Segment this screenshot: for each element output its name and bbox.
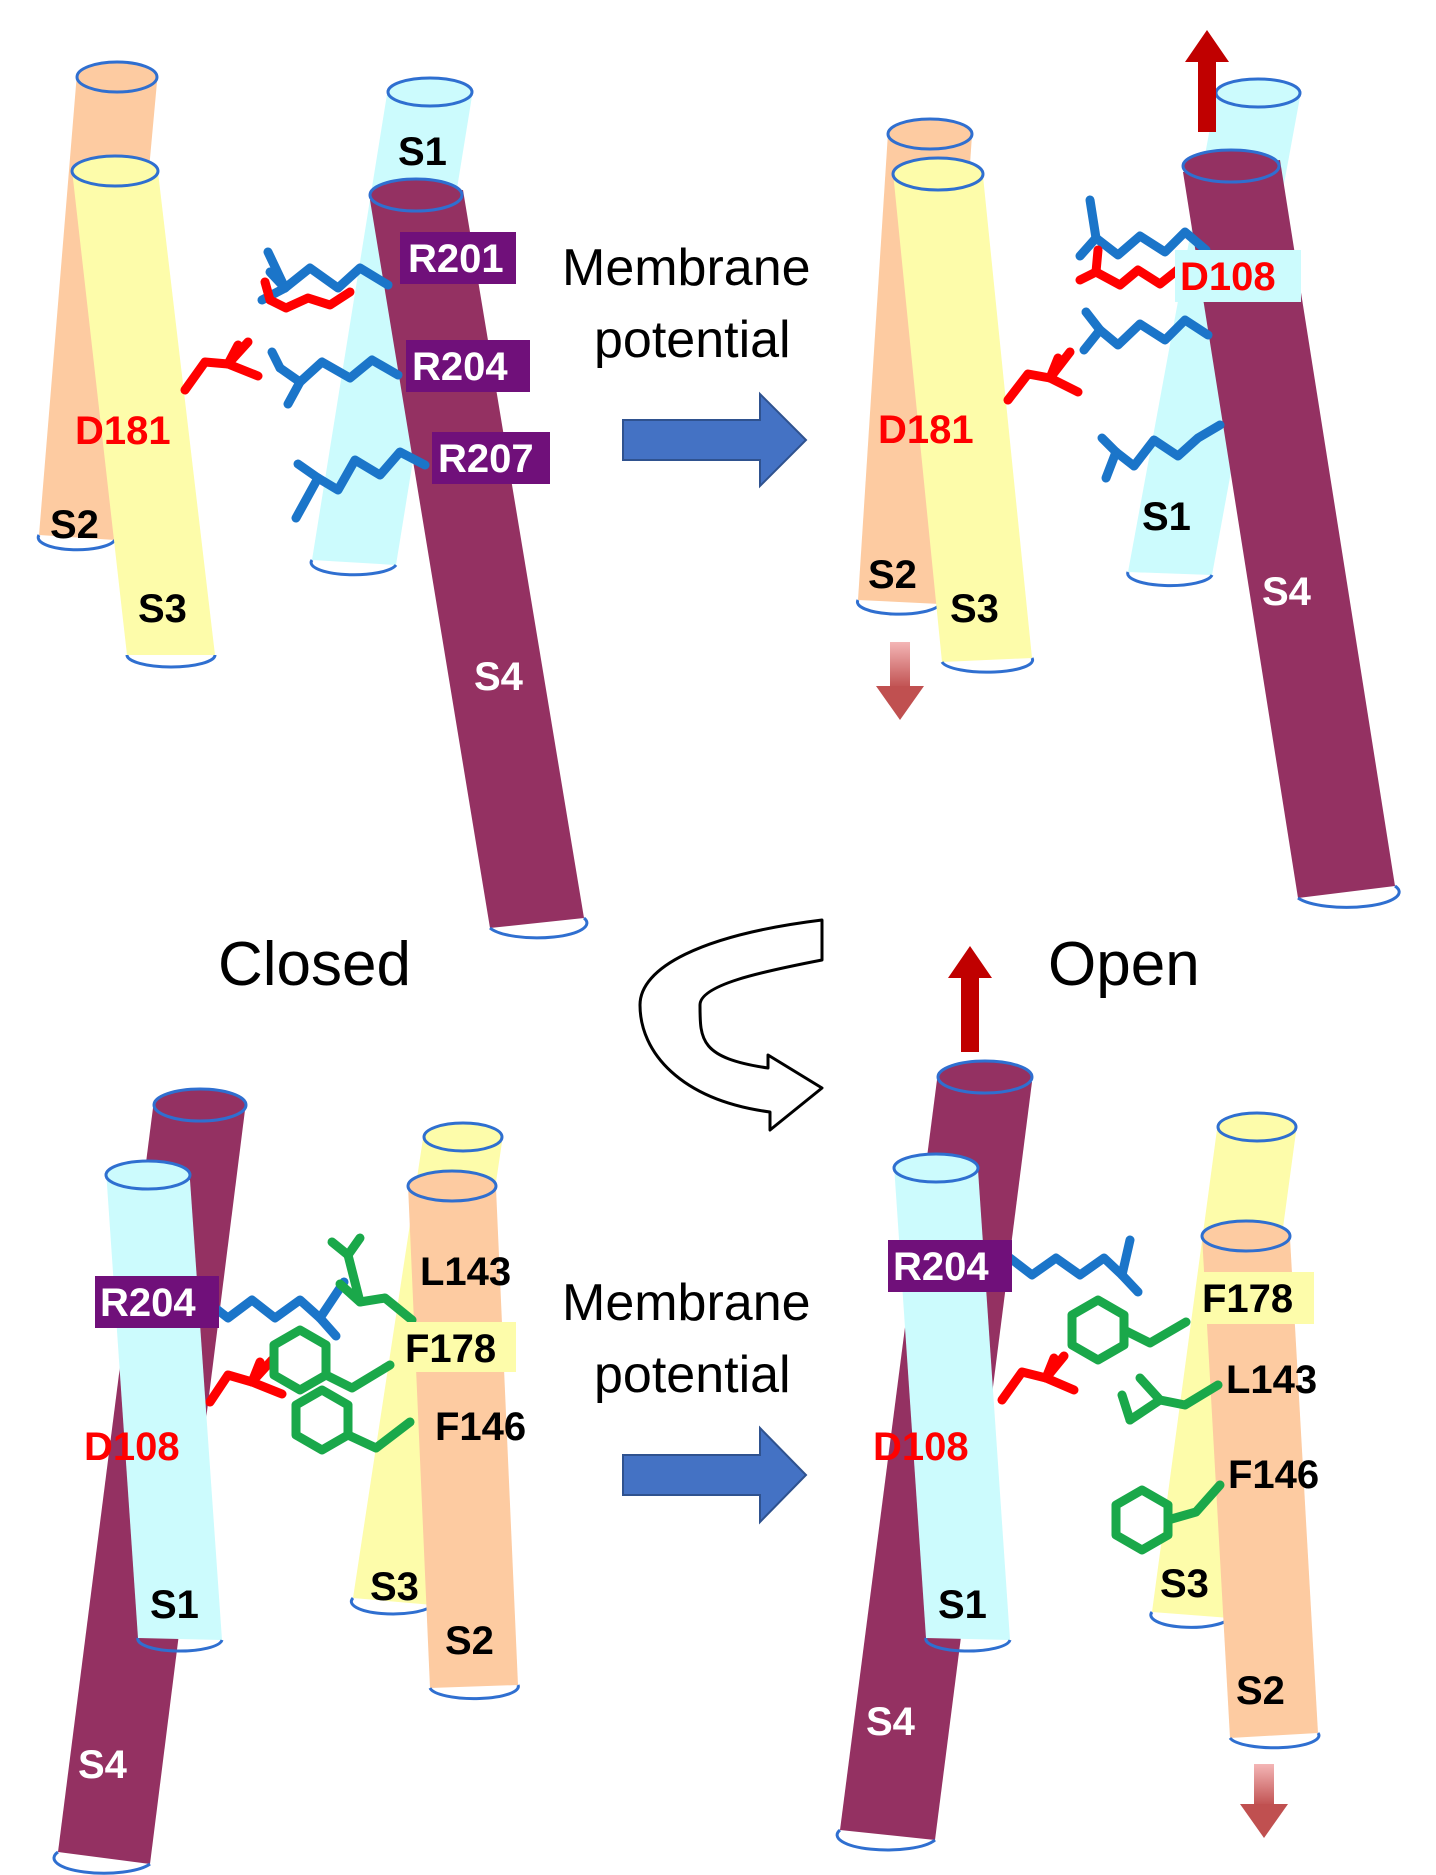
label-f178: F178 xyxy=(1202,1277,1293,1321)
side-chain-k-upper xyxy=(1075,195,1211,261)
arrow-top-line1: Membrane xyxy=(562,239,811,297)
label-s3: S3 xyxy=(1160,1562,1209,1606)
label-s1: S1 xyxy=(938,1583,987,1627)
up-arrow xyxy=(948,946,992,1052)
down-arrow xyxy=(876,642,924,720)
label-f146: F146 xyxy=(435,1405,526,1449)
side-chain-f146 xyxy=(291,1385,415,1455)
side-chain-d108 xyxy=(997,1351,1079,1405)
helix-s4 xyxy=(368,177,589,940)
helix-s2 xyxy=(1200,1219,1321,1750)
label-s3: S3 xyxy=(950,587,999,631)
label-s3: S3 xyxy=(370,1565,419,1609)
side-chain-f178 xyxy=(1067,1295,1191,1365)
label-r207: R207 xyxy=(438,437,534,481)
label-r204: R204 xyxy=(412,345,508,389)
rotation-arrow xyxy=(638,918,824,1132)
label-f178: F178 xyxy=(405,1327,496,1371)
state-closed: Closed xyxy=(218,930,411,999)
label-s1: S1 xyxy=(150,1583,199,1627)
label-s3: S3 xyxy=(138,587,187,631)
label-r204: R204 xyxy=(100,1281,196,1325)
label-d181: D181 xyxy=(75,409,171,453)
label-d181: D181 xyxy=(878,408,974,452)
panel-bottom-right: R204 D108 F178 L143 F146 S1 S2 S3 S4 xyxy=(835,946,1321,1852)
helix-s4 xyxy=(1181,148,1401,909)
panel-top-left: R201 R204 R207 D181 S1 S2 S3 S4 xyxy=(36,60,589,940)
label-s4: S4 xyxy=(78,1743,128,1787)
label-s2: S2 xyxy=(1236,1669,1285,1713)
side-chain-k-lower xyxy=(1097,420,1225,483)
arrow-top-line2: potential xyxy=(594,311,791,369)
side-chain-k-middle xyxy=(1079,307,1213,355)
label-d108: D108 xyxy=(1180,255,1276,299)
side-chain-r204 xyxy=(267,347,403,409)
state-open: Open xyxy=(1048,930,1200,999)
label-s2: S2 xyxy=(445,1619,494,1663)
side-chain-d181 xyxy=(180,337,263,395)
arrow-top: Membrane potential xyxy=(562,239,811,489)
side-chain-f178 xyxy=(269,1325,395,1395)
label-s4: S4 xyxy=(866,1700,916,1744)
side-chain-d181 xyxy=(1003,347,1083,405)
side-chain-l143 xyxy=(1117,1373,1223,1425)
flow-arrow-bottom xyxy=(622,1425,808,1525)
side-chain-r204 xyxy=(200,1277,349,1341)
arrow-bottom-line1: Membrane xyxy=(562,1274,811,1332)
side-chain-l143 xyxy=(327,1233,417,1325)
side-chain-r207 xyxy=(291,447,430,523)
label-s4: S4 xyxy=(1262,570,1312,614)
panel-bottom-left: R204 D108 L143 F178 F146 S1 S2 S3 S4 xyxy=(52,1087,526,1875)
helix-s3 xyxy=(891,156,1035,674)
side-chain-red-small xyxy=(260,277,355,313)
arrow-bottom: Membrane potential xyxy=(562,1274,811,1525)
side-chain-f146 xyxy=(1111,1480,1225,1555)
side-chain-d108 xyxy=(205,1355,287,1407)
label-l143: L143 xyxy=(1226,1358,1317,1402)
label-r204: R204 xyxy=(893,1245,989,1289)
label-s1: S1 xyxy=(1142,495,1191,539)
label-d108: D108 xyxy=(84,1425,180,1469)
label-s4: S4 xyxy=(474,655,524,699)
helix-s2 xyxy=(406,1169,520,1701)
flow-arrow-top xyxy=(622,391,808,489)
helix-s3 xyxy=(70,154,217,669)
down-arrow xyxy=(1240,1764,1288,1838)
label-d108: D108 xyxy=(873,1425,969,1469)
label-s1: S1 xyxy=(398,130,447,174)
up-arrow xyxy=(1185,30,1229,132)
side-chain-d108 xyxy=(1075,245,1185,290)
label-r201: R201 xyxy=(408,237,504,281)
label-f146: F146 xyxy=(1228,1453,1319,1497)
label-s2: S2 xyxy=(868,553,917,597)
label-s2: S2 xyxy=(50,503,99,547)
arrow-bottom-line2: potential xyxy=(594,1346,791,1404)
label-l143: L143 xyxy=(420,1250,511,1294)
panel-top-right: D108 D181 S1 S2 S3 S4 xyxy=(855,30,1401,909)
side-chain-r204 xyxy=(1005,1235,1143,1297)
